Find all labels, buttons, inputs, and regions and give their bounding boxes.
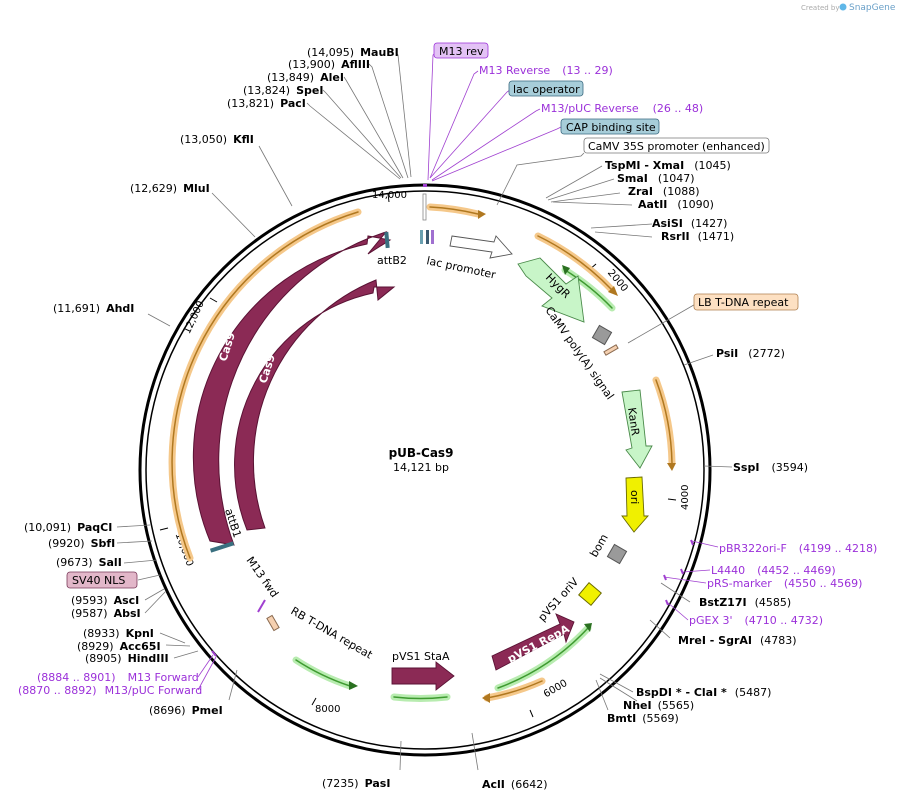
- tick-label: 14,000: [372, 190, 407, 201]
- attb2-marker: [384, 231, 390, 249]
- lac-operator-marker: [420, 230, 423, 244]
- site-tspmi-xmai: TspMI - XmaI(1045): [605, 159, 731, 172]
- primer-prs-marker: pRS-marker(4550 .. 4569): [707, 577, 862, 590]
- cap-site-box: [560, 118, 660, 135]
- cas9-outer-arrow: [192, 231, 392, 546]
- site-zrai: ZraI(1088): [628, 185, 700, 198]
- callout-lines: [116, 51, 733, 771]
- cas9-inner-arrow: [234, 279, 396, 531]
- pvs1-staa-arrow: [391, 661, 455, 691]
- plasmid-name: pUB-Cas9: [389, 446, 454, 460]
- plasmid-size: 14,121 bp: [393, 461, 449, 474]
- pvs1-repa-arrow: [491, 613, 575, 671]
- sv40-nls-box: [66, 571, 138, 589]
- site-maubi: (14,095)MauBI: [307, 46, 399, 59]
- site-alei: (13,849)AleI: [267, 71, 344, 84]
- site-mrei-sgrai: MreI - SgrAI(4783): [678, 634, 797, 647]
- site-pasi: (7235)PasI: [322, 777, 390, 790]
- rb-tdna-label: RB T-DNA repeat: [289, 604, 376, 662]
- tick-label: 4000: [680, 485, 691, 510]
- site-bstz17i: BstZ17I(4585): [699, 596, 791, 609]
- camv35s-marker: [422, 193, 427, 221]
- cap-site-marker: [426, 230, 429, 244]
- bom-marker: [606, 543, 628, 565]
- site-paqci: (10,091)PaqCI: [24, 521, 112, 534]
- ori-arrow: [621, 476, 649, 533]
- attb2-label: attB2: [377, 254, 407, 267]
- lac-promoter-arrow: [449, 235, 513, 259]
- site-kpni: (8933)KpnI: [83, 627, 154, 640]
- site-ahdi: (11,691)AhdI: [53, 302, 134, 315]
- site-asci: (9593)AscI: [71, 594, 139, 607]
- sv40-nls-text: SV40 NLS: [72, 574, 125, 587]
- m13-rev-text: M13 rev: [439, 45, 484, 58]
- camv35s-text: CaMV 35S promoter (enhanced): [588, 140, 765, 153]
- site-sali: (9673)SalI: [56, 556, 122, 569]
- site-asisi: AsiSI(1427): [652, 217, 727, 230]
- m13fwd-label: M13 fwd: [244, 554, 281, 600]
- site-hindiii: (8905)HindIII: [85, 652, 169, 665]
- lb-tdna-text: LB T-DNA repeat: [698, 296, 789, 309]
- lb-tdna-box: [693, 293, 799, 311]
- snapgene-logo-icon: [839, 3, 847, 11]
- site-aatii: AatII(1090): [638, 198, 714, 211]
- camv35s-box: [583, 137, 770, 154]
- site-nhei: NheI(5565): [623, 699, 694, 712]
- m13fwd-marker: [257, 599, 266, 613]
- ori-label: ori: [628, 490, 641, 504]
- site-paci: (13,821)PacI: [227, 97, 306, 110]
- site-aflii: (13,900)AflIII: [288, 58, 370, 71]
- hygr-arrow: [517, 257, 585, 323]
- primer-pbr322ori-f: pBR322ori-F(4199 .. 4218): [719, 542, 877, 555]
- camv-polya-marker: [591, 324, 613, 346]
- pvs1-oriv-marker: [578, 582, 602, 606]
- site-smai: SmaI(1047): [617, 172, 694, 185]
- primer-pgex3: pGEX 3'(4710 .. 4732): [689, 614, 823, 627]
- backbone-inner: [145, 190, 705, 750]
- tick-label: 8000: [315, 704, 340, 715]
- m13-rev-box: [433, 42, 489, 59]
- primer-marks: [211, 539, 694, 657]
- primer-l4440: L4440(4452 .. 4469): [711, 564, 836, 577]
- tick-label: 6000: [542, 678, 570, 700]
- lac-operator-box: [508, 80, 584, 97]
- lac-promoter-label: lac promoter: [425, 254, 497, 281]
- site-kfli: (13,050)KflI: [180, 133, 254, 146]
- annotation-arrowheads: [478, 210, 676, 703]
- primer-m13-puc-forward: (8870 .. 8892)M13/pUC Forward: [18, 684, 202, 697]
- lb-tdna-marker: [603, 344, 619, 356]
- kanr-arrow: [621, 389, 653, 469]
- lac-operator-text: lac operator: [513, 83, 580, 96]
- site-sbfi: (9920)SbfI: [48, 537, 115, 550]
- pvs1-staa-label: pVS1 StaA: [392, 650, 450, 663]
- attb1-marker: [209, 541, 235, 553]
- site-spei: (13,824)SpeI: [243, 84, 323, 97]
- primer-m13-forward: (8884 .. 8901)M13 Forward: [37, 671, 199, 684]
- site-acc65i: (8929)Acc65I: [77, 640, 161, 653]
- site-rsrii: RsrII(1471): [661, 230, 734, 243]
- green-arrowheads: [349, 265, 592, 690]
- site-absi: (9587)AbsI: [71, 607, 141, 620]
- m13-primer-top: [423, 184, 427, 187]
- kanr-label: KanR: [625, 407, 642, 437]
- primer-m13-puc-reverse: M13/pUC Reverse(26 .. 48): [541, 102, 703, 115]
- site-mlui: (12,629)MluI: [130, 182, 210, 195]
- watermark-prefix: Created by: [801, 4, 840, 12]
- watermark-brand: SnapGene: [849, 3, 896, 13]
- site-sspi: SspI(3594): [733, 461, 808, 474]
- rb-tdna-marker: [266, 614, 280, 632]
- pvs1-repa-label: pVS1 RepA: [505, 622, 572, 666]
- bom-label: bom: [587, 532, 610, 560]
- site-acli: AclI(6642): [482, 778, 547, 791]
- m13rev-marker: [431, 230, 434, 244]
- site-pmei: (8696)PmeI: [149, 704, 223, 717]
- site-psii: PsiI(2772): [716, 347, 785, 360]
- cap-site-text: CAP binding site: [566, 121, 656, 134]
- site-bspdi-clai: BspDI * - ClaI *(5487): [636, 686, 771, 699]
- site-bmti: BmtI(5569): [607, 712, 679, 725]
- primer-m13-reverse: M13 Reverse(13 .. 29): [479, 64, 613, 77]
- primer-callout-lines: [197, 51, 719, 691]
